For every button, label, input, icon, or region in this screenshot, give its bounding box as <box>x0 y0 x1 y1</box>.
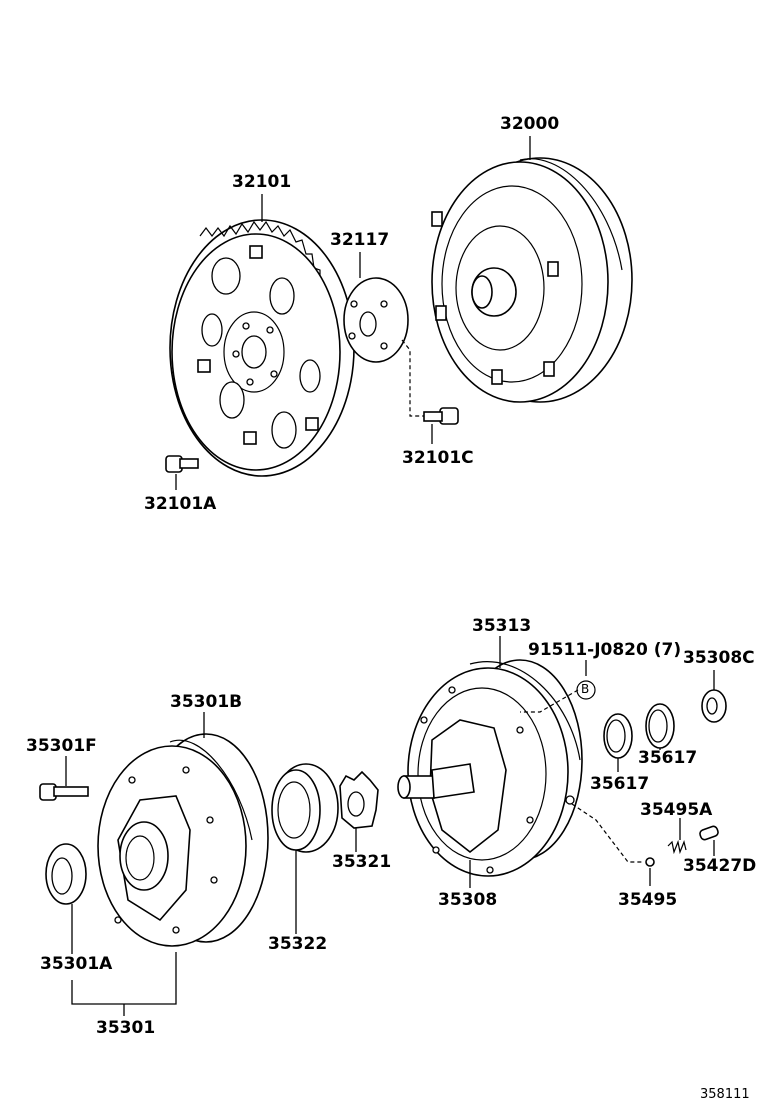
label-32101A: 32101A <box>144 494 217 514</box>
dashed-guide-91511 <box>520 689 579 713</box>
label-32000: 32000 <box>500 114 560 134</box>
drive-gear-35321 <box>339 770 379 829</box>
oil-seal-35301A <box>45 843 87 905</box>
thrust-washer-35308C <box>701 689 727 723</box>
label-35313: 35313 <box>472 616 532 636</box>
label-35617-left: 35617 <box>590 774 650 794</box>
bolt-35301F <box>39 783 89 801</box>
label-32101C: 32101C <box>402 448 474 468</box>
label-91511-J0820: 91511-J0820 (7) <box>528 640 682 660</box>
label-35308C: 35308C <box>683 648 755 668</box>
label-32101: 32101 <box>232 172 292 192</box>
oil-pump-body-35301 <box>97 733 269 947</box>
label-35301F: 35301F <box>26 736 97 756</box>
valve-35427D <box>699 825 719 841</box>
seal-ring-35617-a <box>603 713 633 759</box>
check-ball-35495 <box>645 857 655 867</box>
label-35301B: 35301B <box>170 692 243 712</box>
drive-plate-32101 <box>169 219 355 477</box>
bolt-32101A <box>165 455 199 473</box>
label-35495A: 35495A <box>640 800 713 820</box>
label-35322: 35322 <box>268 934 328 954</box>
ref-letter-b: B <box>581 682 590 696</box>
label-35495: 35495 <box>618 890 678 910</box>
diagram-number: 358111 <box>700 1087 750 1102</box>
spacer-plate-32117 <box>343 277 409 363</box>
dashed-guide-35495 <box>571 803 644 863</box>
spring-35495A <box>667 839 687 855</box>
driven-gear-35322 <box>271 763 339 853</box>
label-35321: 35321 <box>332 852 392 872</box>
label-35308: 35308 <box>438 890 498 910</box>
dashed-guide-32117 <box>401 339 426 417</box>
label-35301A: 35301A <box>40 954 113 974</box>
label-35301: 35301 <box>96 1018 156 1038</box>
seal-ring-35617-b <box>645 703 675 749</box>
bolt-32101C <box>423 407 459 425</box>
label-35617-right: 35617 <box>638 748 698 768</box>
stator-shaft-35308 <box>397 659 583 877</box>
torque-converter-32000 <box>431 157 633 403</box>
label-32117: 32117 <box>330 230 390 250</box>
label-35427D: 35427D <box>683 856 757 876</box>
ref-circle-b <box>576 680 596 700</box>
